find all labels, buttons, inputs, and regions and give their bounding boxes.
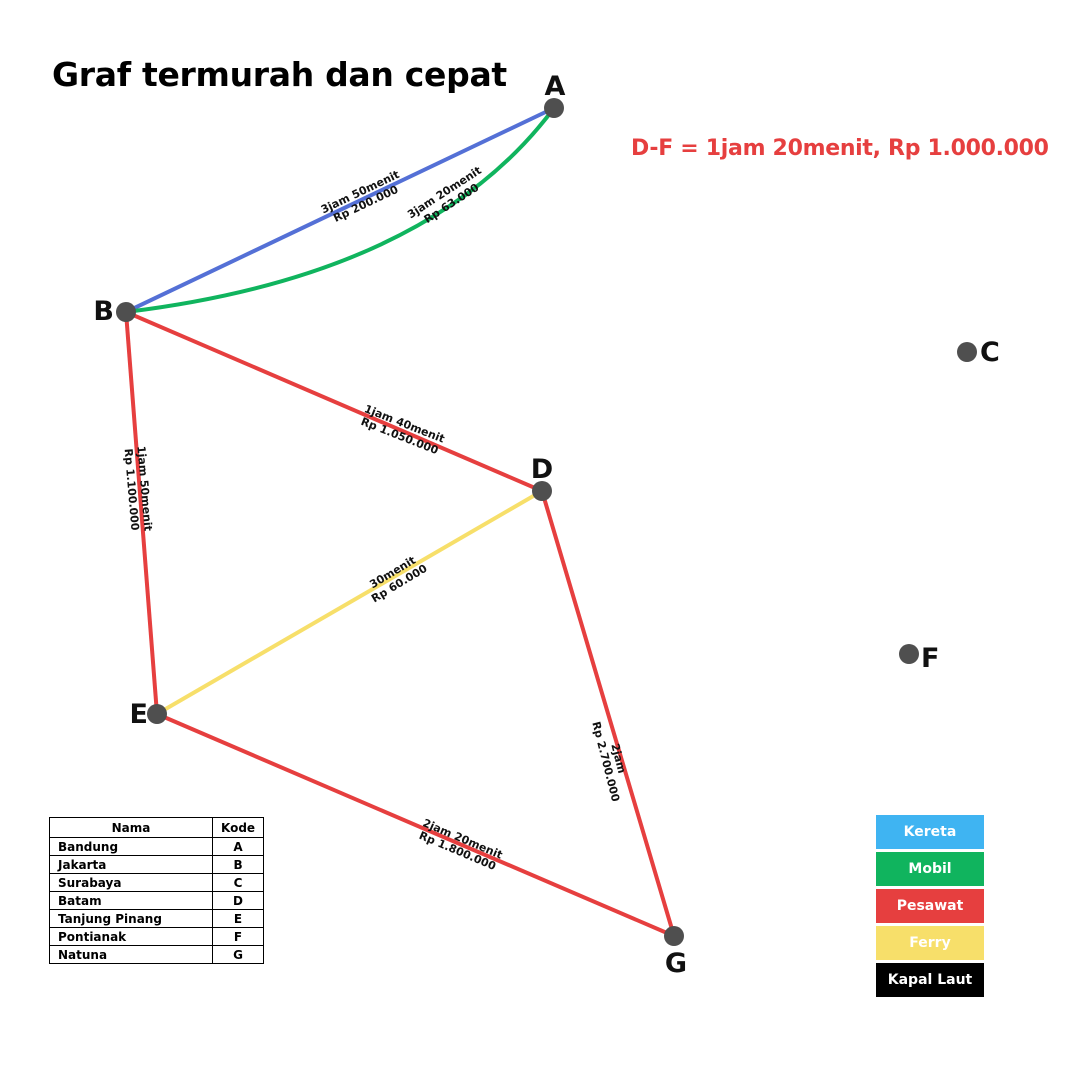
edge-E-D-ferry xyxy=(155,489,544,716)
node-d-label: D xyxy=(531,454,553,485)
node-d xyxy=(532,481,552,501)
city-name-cell: Surabaya xyxy=(49,873,213,892)
note-text: D-F = 1jam 20menit, Rp 1.000.000 xyxy=(631,136,1049,161)
city-code-cell: E xyxy=(211,909,265,928)
table-header-nama: Nama xyxy=(49,817,213,838)
city-name-cell: Bandung xyxy=(49,837,213,856)
page-title: Graf termurah dan cepat xyxy=(52,55,507,94)
table-header-row: Nama Kode xyxy=(49,817,265,838)
edge-E-G-pesawat xyxy=(156,712,675,938)
edge-D-G-pesawat xyxy=(540,490,676,937)
legend-item-ferry: Ferry xyxy=(876,926,984,960)
edge-B-D-pesawat xyxy=(125,310,543,493)
legend-item-mobil: Mobil xyxy=(876,852,984,886)
city-code-cell: B xyxy=(211,855,265,874)
node-f-label: F xyxy=(921,643,939,674)
city-name-cell: Natuna xyxy=(49,945,213,964)
city-code-cell: F xyxy=(211,927,265,946)
table-header-kode: Kode xyxy=(211,817,265,838)
legend-item-kereta: Kereta xyxy=(876,815,984,849)
node-c-label: C xyxy=(980,337,1000,368)
node-c xyxy=(957,342,977,362)
legend-item-pesawat: Pesawat xyxy=(876,889,984,923)
node-e xyxy=(147,704,167,724)
node-b xyxy=(116,302,136,322)
city-name-cell: Pontianak xyxy=(49,927,213,946)
city-code-cell: A xyxy=(211,837,265,856)
city-code-cell: G xyxy=(211,945,265,964)
node-a xyxy=(544,98,564,118)
edge-B-A-mobil xyxy=(125,106,556,314)
city-code-cell: C xyxy=(211,873,265,892)
node-g xyxy=(664,926,684,946)
city-name-cell: Jakarta xyxy=(49,855,213,874)
city-code-cell: D xyxy=(211,891,265,910)
node-b-label: B xyxy=(93,296,114,327)
city-name-cell: Tanjung Pinang xyxy=(49,909,213,928)
legend-item-kapal-laut: Kapal Laut xyxy=(876,963,984,997)
edge-B-A-kereta xyxy=(125,106,555,314)
node-e-label: E xyxy=(130,699,148,730)
node-g-label: G xyxy=(665,948,687,979)
node-f xyxy=(899,644,919,664)
edge-B-E-pesawat xyxy=(124,311,159,715)
city-name-cell: Batam xyxy=(49,891,213,910)
node-a-label: A xyxy=(545,71,566,102)
